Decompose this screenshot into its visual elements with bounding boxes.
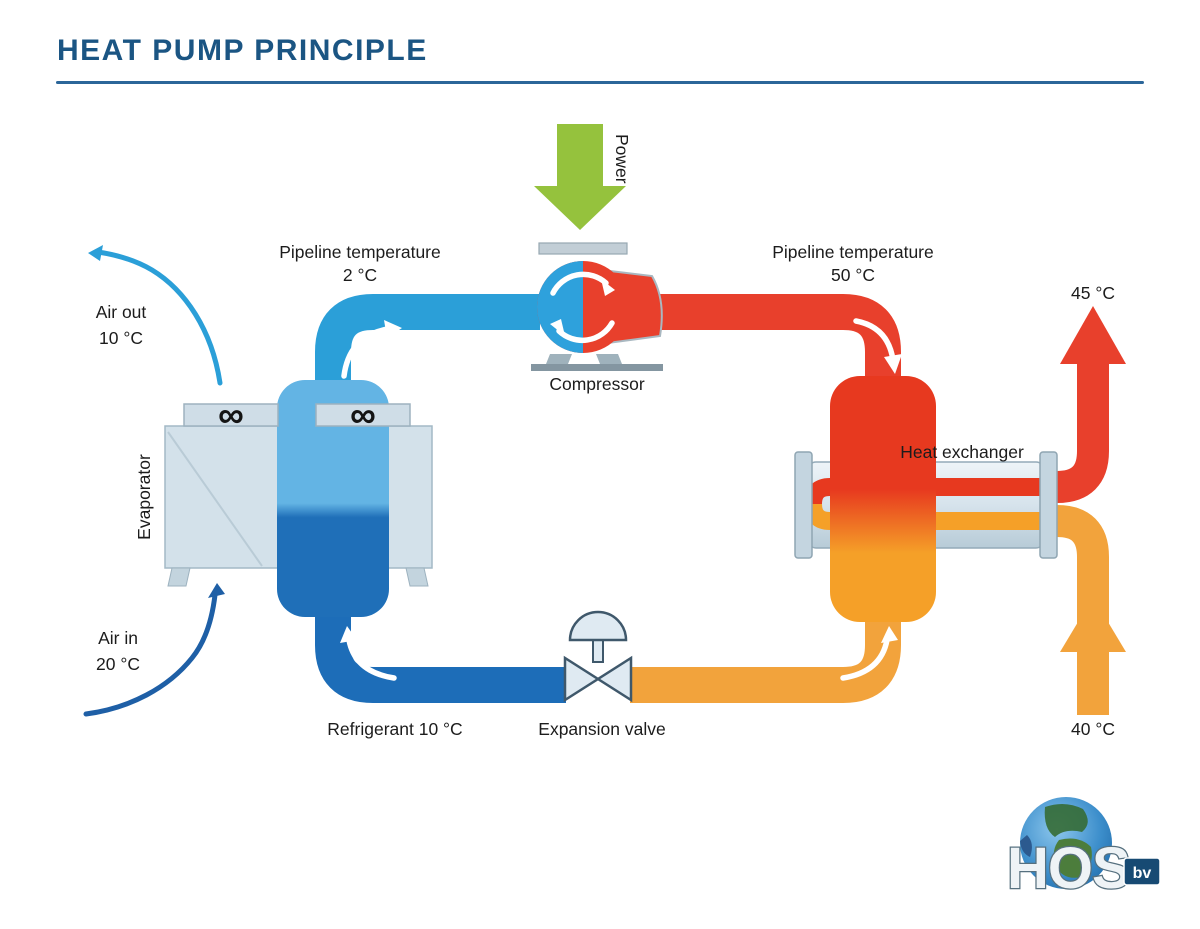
air-out-label: Air out bbox=[96, 302, 147, 322]
inlet-temp-label: 40 °C bbox=[1071, 719, 1115, 739]
pipeline-left-temp: 2 °C bbox=[343, 265, 377, 285]
valve-dome bbox=[568, 610, 628, 642]
evaporator-vessel bbox=[277, 380, 389, 617]
air-arrows bbox=[83, 245, 225, 717]
u-bend-top bbox=[804, 478, 831, 505]
air-out-temp: 10 °C bbox=[99, 328, 143, 348]
globe-continent bbox=[1044, 803, 1088, 837]
logo-text: HOS bbox=[1007, 836, 1130, 901]
hot-water-out-pipe bbox=[1046, 362, 1109, 503]
pipeline-right-temp: 50 °C bbox=[831, 265, 875, 285]
cool-water-in-pipe bbox=[1046, 505, 1109, 715]
power-label: Power bbox=[612, 134, 632, 184]
diagram-labels: Power Compressor Pipeline temperature 2 … bbox=[96, 134, 1115, 739]
hot-discharge-pipe bbox=[626, 294, 901, 402]
page-title: HEAT PUMP PRINCIPLE bbox=[57, 34, 428, 67]
evaporator-label: Evaporator bbox=[134, 454, 154, 540]
flow-arrow-hot bbox=[853, 318, 896, 363]
left-leg bbox=[167, 567, 191, 587]
u-bend-bottom bbox=[804, 503, 831, 530]
compressor-label: Compressor bbox=[549, 374, 644, 394]
compressor-body-cold-half bbox=[537, 261, 583, 353]
heat-exchanger bbox=[794, 306, 1126, 715]
logo-suffix: bv bbox=[1133, 865, 1152, 882]
hot-water-out-arrow-icon bbox=[1060, 306, 1126, 364]
air-in-label: Air in bbox=[98, 628, 138, 648]
air-in-temp: 20 °C bbox=[96, 654, 140, 674]
expansion-valve bbox=[563, 610, 633, 703]
pipeline-left-label: Pipeline temperature bbox=[279, 242, 440, 262]
housing-edge-line bbox=[167, 431, 263, 567]
condenser-vessel bbox=[830, 376, 936, 622]
globe-continent bbox=[1053, 838, 1092, 878]
valve-body-right bbox=[595, 655, 633, 703]
right-leg bbox=[405, 567, 429, 587]
globe-continent bbox=[1020, 835, 1032, 857]
evaporator-unit: ∞ ∞ bbox=[164, 380, 433, 617]
left-flange bbox=[794, 451, 813, 559]
rotation-arrow-bottom-head bbox=[550, 319, 565, 336]
refrigerant-label: Refrigerant 10 °C bbox=[327, 719, 462, 739]
fan-box-left bbox=[183, 403, 279, 427]
compressor-cap bbox=[538, 242, 628, 255]
fan-icon: ∞ bbox=[218, 394, 244, 435]
liquid-return-pipe bbox=[315, 596, 566, 703]
flow-arrow-cold-head bbox=[384, 320, 402, 338]
title-underline bbox=[56, 81, 1144, 84]
rotation-arrow-top bbox=[550, 271, 609, 296]
air-out-arrow bbox=[95, 249, 223, 386]
valve-body-left bbox=[563, 655, 601, 703]
air-in-arrow bbox=[83, 592, 218, 717]
power-arrow-shaft bbox=[557, 124, 603, 187]
fan-box-right bbox=[315, 403, 411, 427]
compressor-foot bbox=[546, 354, 572, 364]
cold-suction-pipe bbox=[315, 294, 540, 408]
flow-arrows bbox=[340, 318, 902, 681]
fan-icon: ∞ bbox=[350, 394, 376, 435]
pipeline-right-label: Pipeline temperature bbox=[772, 242, 933, 262]
heat-exchanger-label: Heat exchanger bbox=[900, 442, 1024, 462]
expansion-valve-label: Expansion valve bbox=[538, 719, 665, 739]
power-arrow-icon bbox=[534, 124, 626, 230]
power-arrow-head bbox=[534, 186, 626, 230]
rotation-arrow-top-head bbox=[601, 279, 615, 296]
flow-arrow-warm-head bbox=[881, 626, 898, 643]
flow-arrow-cold bbox=[341, 326, 391, 379]
flow-arrow-return-head bbox=[340, 626, 357, 643]
compressor-baseplate bbox=[531, 364, 663, 371]
right-flange bbox=[1039, 451, 1058, 559]
logo-suffix-box bbox=[1123, 857, 1161, 886]
flow-arrow-return bbox=[346, 637, 397, 681]
flow-arrow-hot-head bbox=[884, 354, 902, 374]
outlet-temp-label: 45 °C bbox=[1071, 283, 1115, 303]
company-logo: HOS bv bbox=[1006, 797, 1161, 902]
air-out-arrow-head bbox=[88, 245, 103, 261]
flow-arrow-warm bbox=[840, 637, 890, 681]
air-in-arrow-head bbox=[208, 583, 225, 598]
compressor-unit bbox=[531, 242, 663, 371]
compressor-foot bbox=[596, 354, 622, 364]
cool-water-in-arrow-icon bbox=[1060, 597, 1126, 652]
